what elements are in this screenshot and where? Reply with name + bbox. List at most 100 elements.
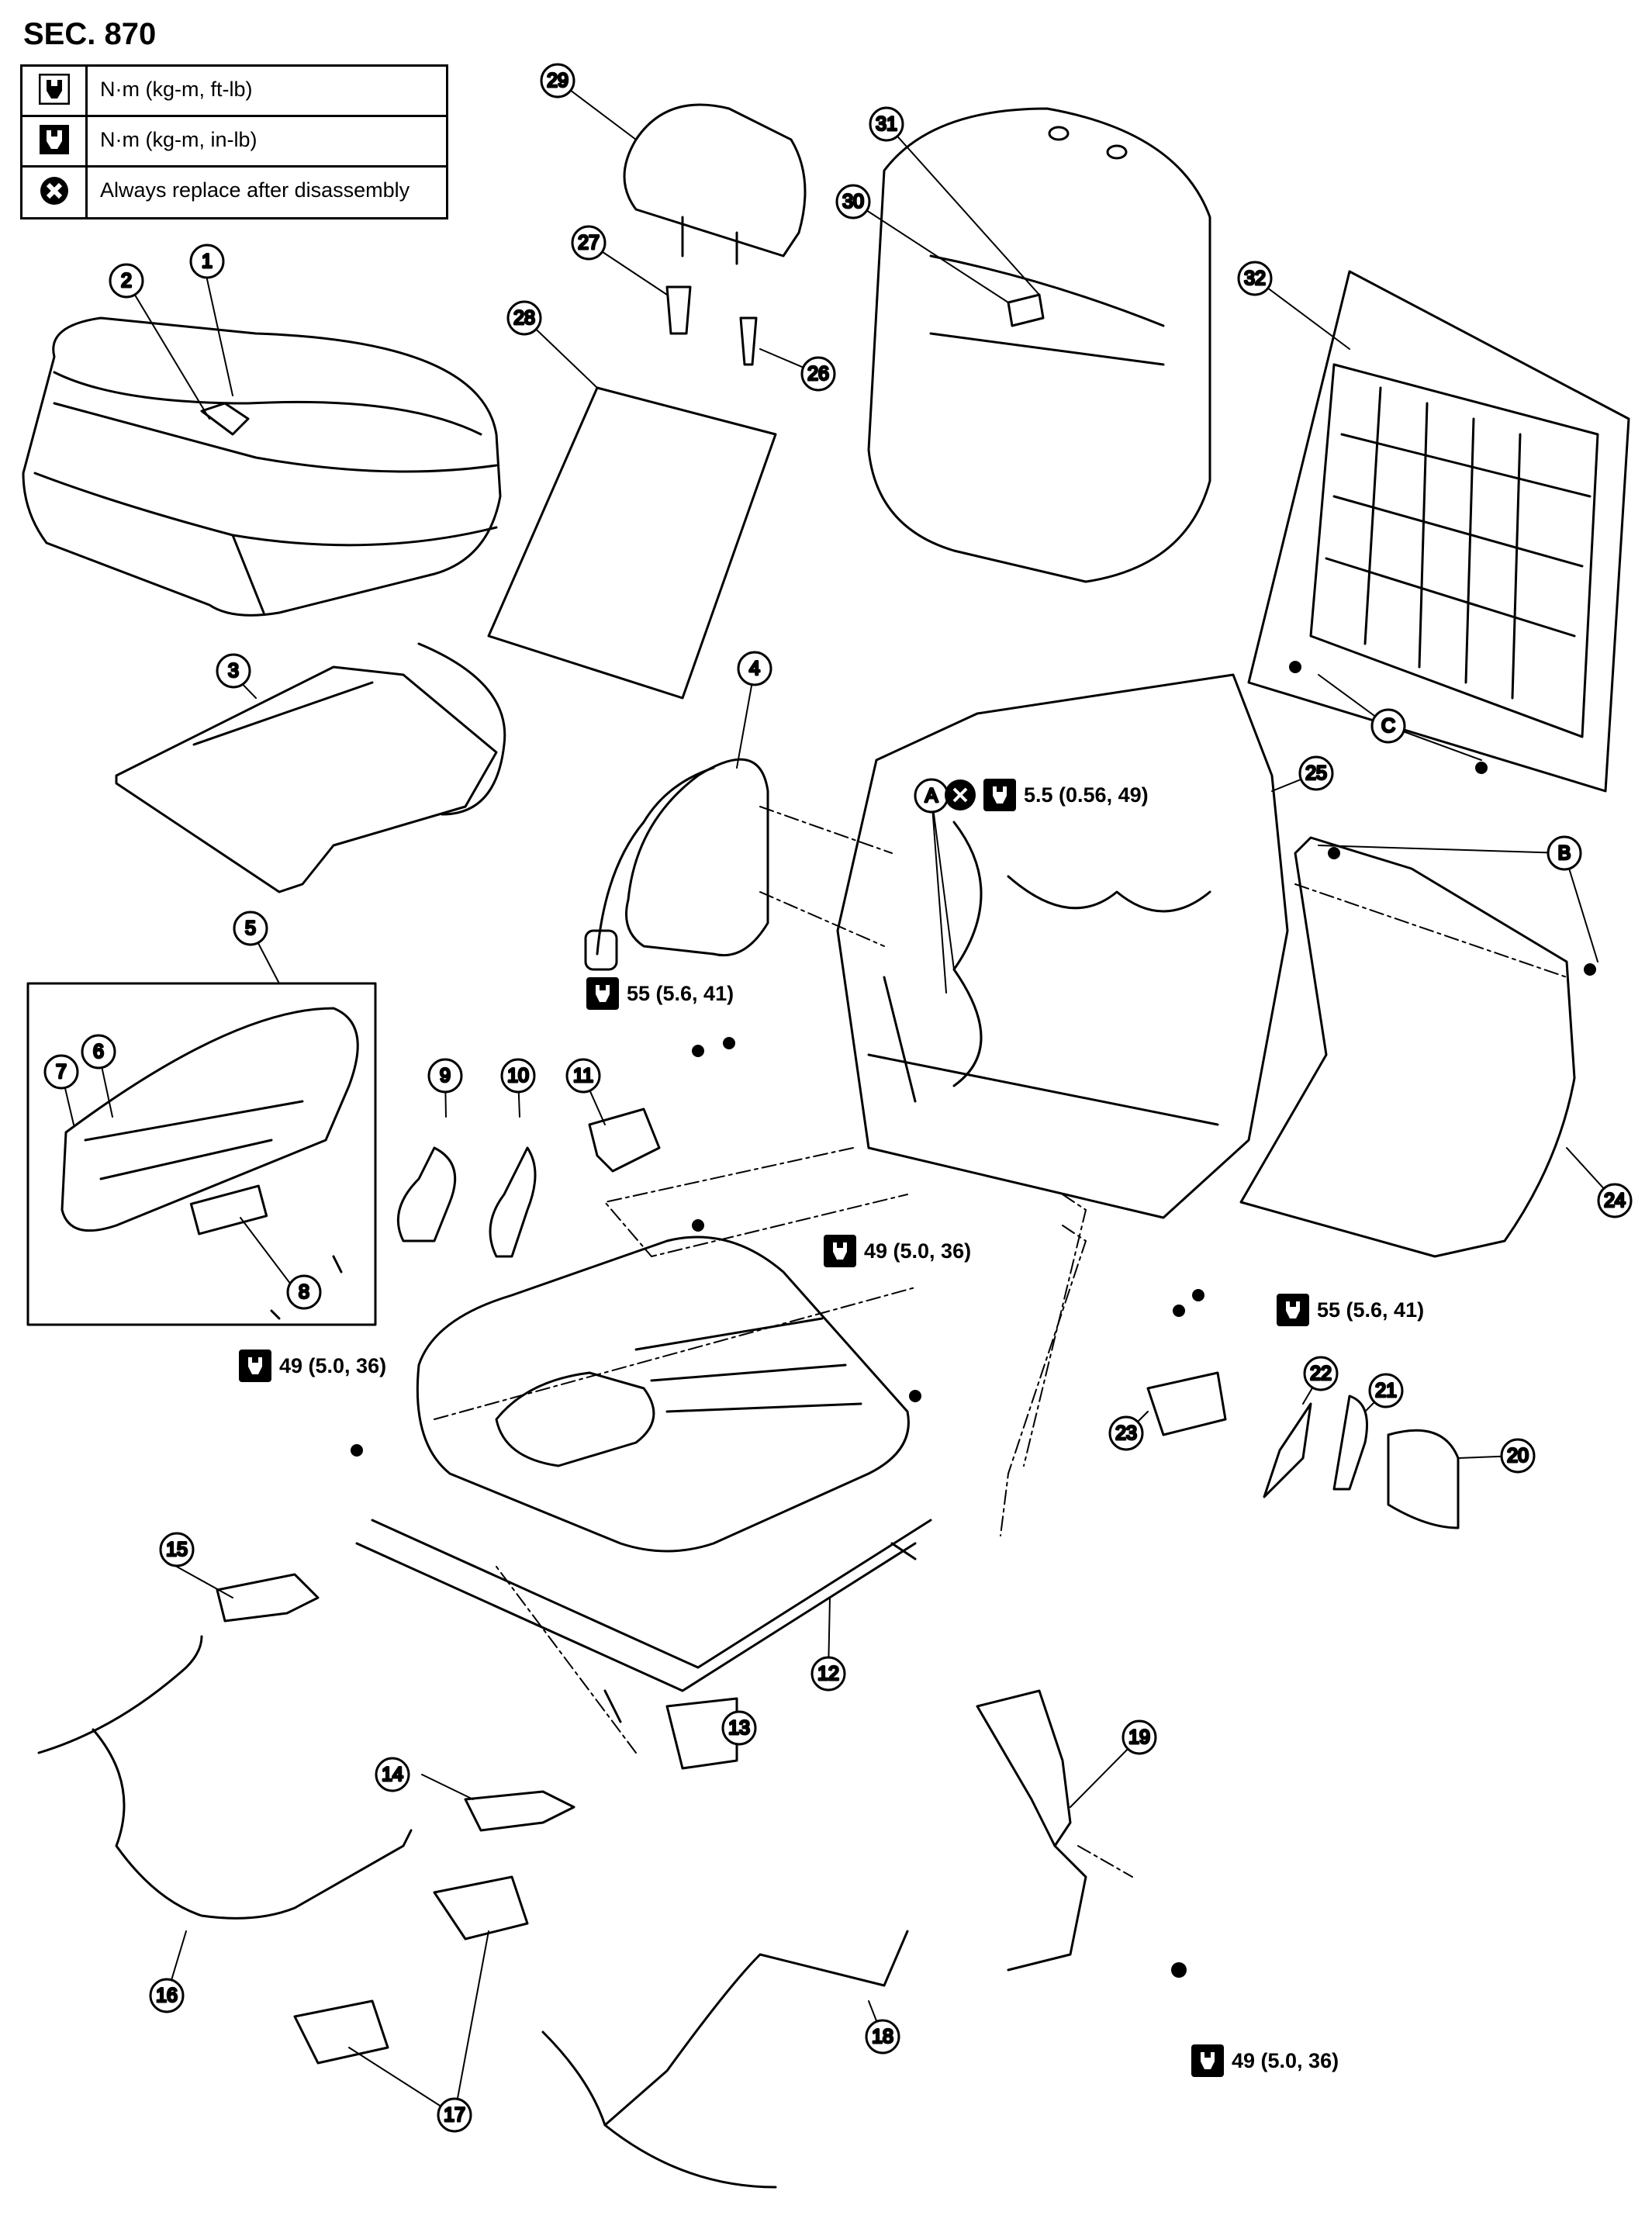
leader-lines: [434, 806, 1567, 1878]
seatback-frame-drawing: [836, 673, 1289, 1219]
switch-17-drawing: [293, 1875, 529, 2065]
svg-text:14: 14: [382, 1764, 403, 1785]
svg-text:20: 20: [1507, 1445, 1529, 1467]
svg-text:24: 24: [1604, 1190, 1626, 1211]
side-cover-drawing: [60, 1007, 359, 1320]
callout-2: 2: [109, 263, 144, 299]
callout-23: 23: [1108, 1415, 1144, 1451]
callout-31: 31: [869, 106, 904, 142]
ref-A: A: [914, 778, 949, 814]
torque-label-55-right: 55 (5.6, 41): [1277, 1294, 1424, 1326]
svg-text:13: 13: [728, 1717, 750, 1739]
legend-text: N·m (kg-m, ft-lb): [100, 78, 253, 101]
legend-text: N·m (kg-m, in-lb): [100, 128, 257, 151]
legend-table: N·m (kg-m, ft-lb) N·m (kg-m, in-lb) Alwa…: [20, 64, 448, 219]
harness-16-drawing: [37, 1635, 413, 1920]
seatback-pad-drawing: [867, 107, 1211, 583]
callout-27: 27: [571, 225, 607, 261]
callout-32: 32: [1237, 261, 1273, 296]
callout-6: 6: [81, 1034, 116, 1070]
svg-text:28: 28: [513, 307, 535, 329]
svg-text:6: 6: [93, 1041, 104, 1063]
callout-18: 18: [865, 2019, 900, 2055]
torque-value: 49 (5.0, 36): [864, 1239, 972, 1263]
torque-label-a: 5.5 (0.56, 49): [945, 779, 1149, 811]
torque-wrench-icon: [38, 73, 70, 109]
cushion-pan-drawing: [115, 642, 506, 893]
svg-text:A: A: [925, 785, 938, 807]
torque-value: 49 (5.0, 36): [279, 1353, 387, 1377]
ref-B: B: [1547, 835, 1582, 871]
legend-text: Always replace after disassembly: [100, 178, 410, 202]
svg-text:2: 2: [121, 270, 132, 292]
airbag-module-drawing: [584, 758, 769, 971]
callout-8: 8: [286, 1274, 322, 1310]
callout-21: 21: [1368, 1373, 1404, 1408]
callouts: 1 2 3 4 5 6 7 8 9 10 11 12 13 14 15 16 1…: [43, 63, 1633, 2133]
seatback-inner-drawing: [487, 386, 777, 700]
inset-box: [26, 982, 377, 1326]
callout-16: 16: [149, 1978, 185, 2013]
callout-12: 12: [810, 1656, 846, 1692]
legend-row-replace: Always replace after disassembly: [22, 168, 446, 218]
callout-1: 1: [189, 244, 225, 279]
svg-text:22: 22: [1310, 1363, 1332, 1384]
svg-text:30: 30: [842, 191, 864, 213]
torque-label-55-left: 55 (5.6, 41): [586, 977, 734, 1010]
callout-3: 3: [216, 653, 251, 689]
svg-text:18: 18: [872, 2026, 893, 2048]
torque-wrench-small-icon: [39, 124, 70, 159]
callout-26: 26: [800, 356, 836, 392]
svg-text:1: 1: [202, 251, 213, 272]
callout-10: 10: [500, 1058, 536, 1094]
legend-row-ftlb: N·m (kg-m, ft-lb): [22, 67, 446, 117]
torque-value: 55 (5.6, 41): [1317, 1298, 1425, 1322]
torque-value: 5.5 (0.56, 49): [1024, 783, 1149, 807]
harness-18-drawing: [541, 1930, 909, 2189]
callout-15: 15: [159, 1532, 195, 1567]
cover-21-drawing: [1332, 1394, 1368, 1491]
callout-17: 17: [437, 2097, 472, 2133]
svg-text:9: 9: [440, 1065, 451, 1087]
callout-30: 30: [835, 184, 871, 219]
legend-row-inlb: N·m (kg-m, in-lb): [22, 117, 446, 168]
svg-text:26: 26: [807, 363, 829, 385]
spring-panel-drawing: [1309, 363, 1599, 738]
torque-label-49-bottom: 49 (5.0, 36): [1191, 2044, 1339, 2077]
seat-frame-drawing: [355, 1236, 932, 1723]
svg-text:3: 3: [228, 660, 239, 682]
callout-19: 19: [1121, 1719, 1157, 1755]
fasteners: [351, 661, 1596, 1978]
torque-wrench-icon: [239, 1350, 271, 1382]
callout-20: 20: [1500, 1438, 1536, 1474]
back-board-drawing: [1239, 836, 1576, 1258]
svg-text:19: 19: [1128, 1726, 1150, 1748]
torque-value: 55 (5.6, 41): [627, 981, 734, 1005]
callout-9: 9: [427, 1058, 463, 1094]
svg-text:17: 17: [444, 2104, 465, 2126]
torque-wrench-icon: [586, 977, 619, 1010]
callout-28: 28: [506, 300, 542, 336]
svg-text:23: 23: [1115, 1422, 1137, 1444]
seat-cushion-drawing: [22, 316, 502, 617]
callout-25: 25: [1298, 755, 1334, 791]
torque-label-49-center: 49 (5.0, 36): [824, 1235, 971, 1267]
replace-cross-icon: [945, 779, 976, 810]
svg-text:31: 31: [876, 113, 897, 135]
callout-14: 14: [375, 1757, 410, 1792]
buckle-19-drawing: [976, 1689, 1087, 1972]
torque-label-49-left: 49 (5.0, 36): [239, 1350, 386, 1382]
trim-11-drawing: [588, 1108, 661, 1173]
svg-text:8: 8: [299, 1281, 309, 1303]
guide-26-drawing: [739, 316, 758, 366]
svg-text:C: C: [1381, 715, 1395, 737]
callout-leaders: [60, 80, 1616, 2116]
cover-15-drawing: [216, 1573, 320, 1623]
trim-10-drawing: [489, 1146, 537, 1258]
callout-24: 24: [1597, 1183, 1633, 1218]
section-title: SEC. 870: [23, 17, 157, 51]
cover-14-drawing: [464, 1790, 575, 1832]
svg-text:32: 32: [1244, 268, 1266, 289]
svg-text:21: 21: [1375, 1380, 1397, 1401]
